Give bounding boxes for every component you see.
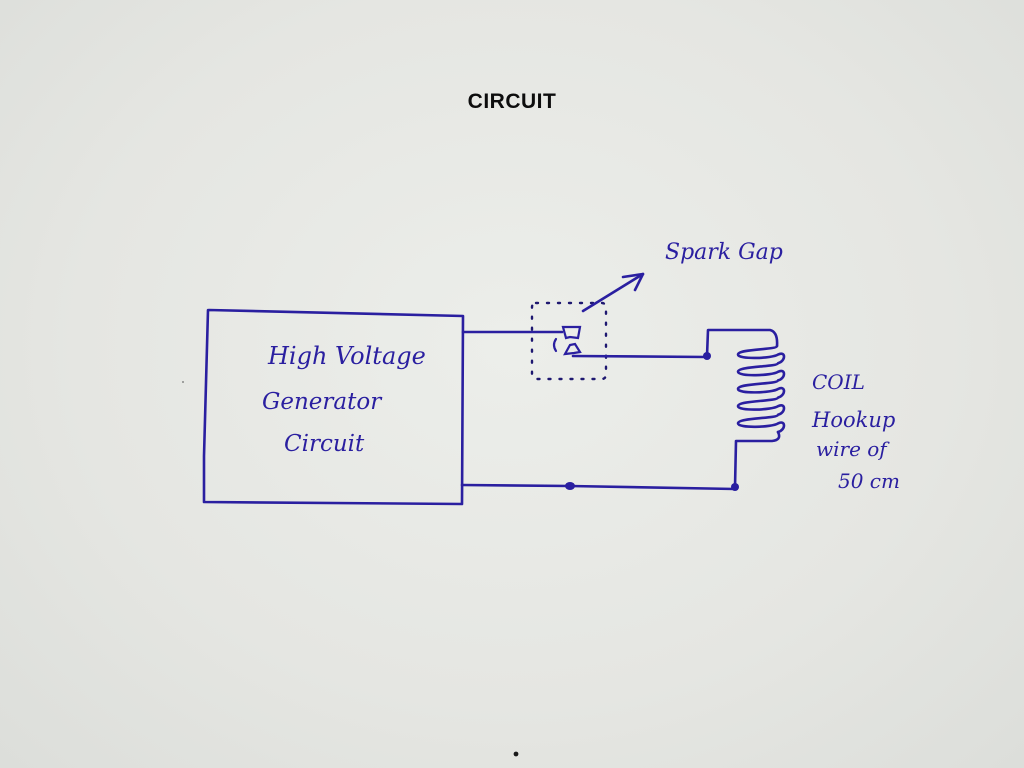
page-title: CIRCUIT <box>467 90 557 113</box>
spark-gap-lower-electrode <box>563 342 582 356</box>
wire-coil-top-lead <box>705 328 779 358</box>
arrow-head <box>621 272 645 292</box>
coil-symbol <box>736 344 786 434</box>
stray-ink-mark <box>513 751 519 757</box>
coil-label: COIL Hookup wire of 50 cm <box>811 370 900 493</box>
generator-label-line-1: High Voltage <box>267 342 426 370</box>
generator-label-line-3: Circuit <box>284 431 365 457</box>
generator-block: High Voltage Generator Circuit <box>202 308 465 506</box>
generator-label-line-2: Generator <box>262 389 383 415</box>
stray-pencil-mark <box>182 381 184 383</box>
coil-label-line-4: 50 cm <box>838 469 900 493</box>
coil-windings <box>736 344 786 434</box>
coil-label-line-2: Hookup <box>811 408 895 432</box>
arrow-shaft <box>581 272 645 313</box>
junction-dot-bottom-middle <box>565 482 575 490</box>
spark-gap-label: Spark Gap <box>665 240 783 265</box>
spark-gap-upper-electrode <box>561 325 582 340</box>
spark-gap-pointer <box>581 272 645 313</box>
spark-gap-symbol <box>552 325 582 356</box>
spark-gap-enclosure <box>530 301 608 381</box>
spark-mark <box>552 337 558 353</box>
coil-label-line-1: COIL <box>812 370 865 394</box>
coil-label-line-3: wire of <box>816 437 890 461</box>
wire-spark-to-coil <box>571 354 709 359</box>
wire-coil-bottom-lead <box>733 430 781 489</box>
generator-box-outline <box>202 308 465 506</box>
wire-bottom <box>460 483 737 491</box>
